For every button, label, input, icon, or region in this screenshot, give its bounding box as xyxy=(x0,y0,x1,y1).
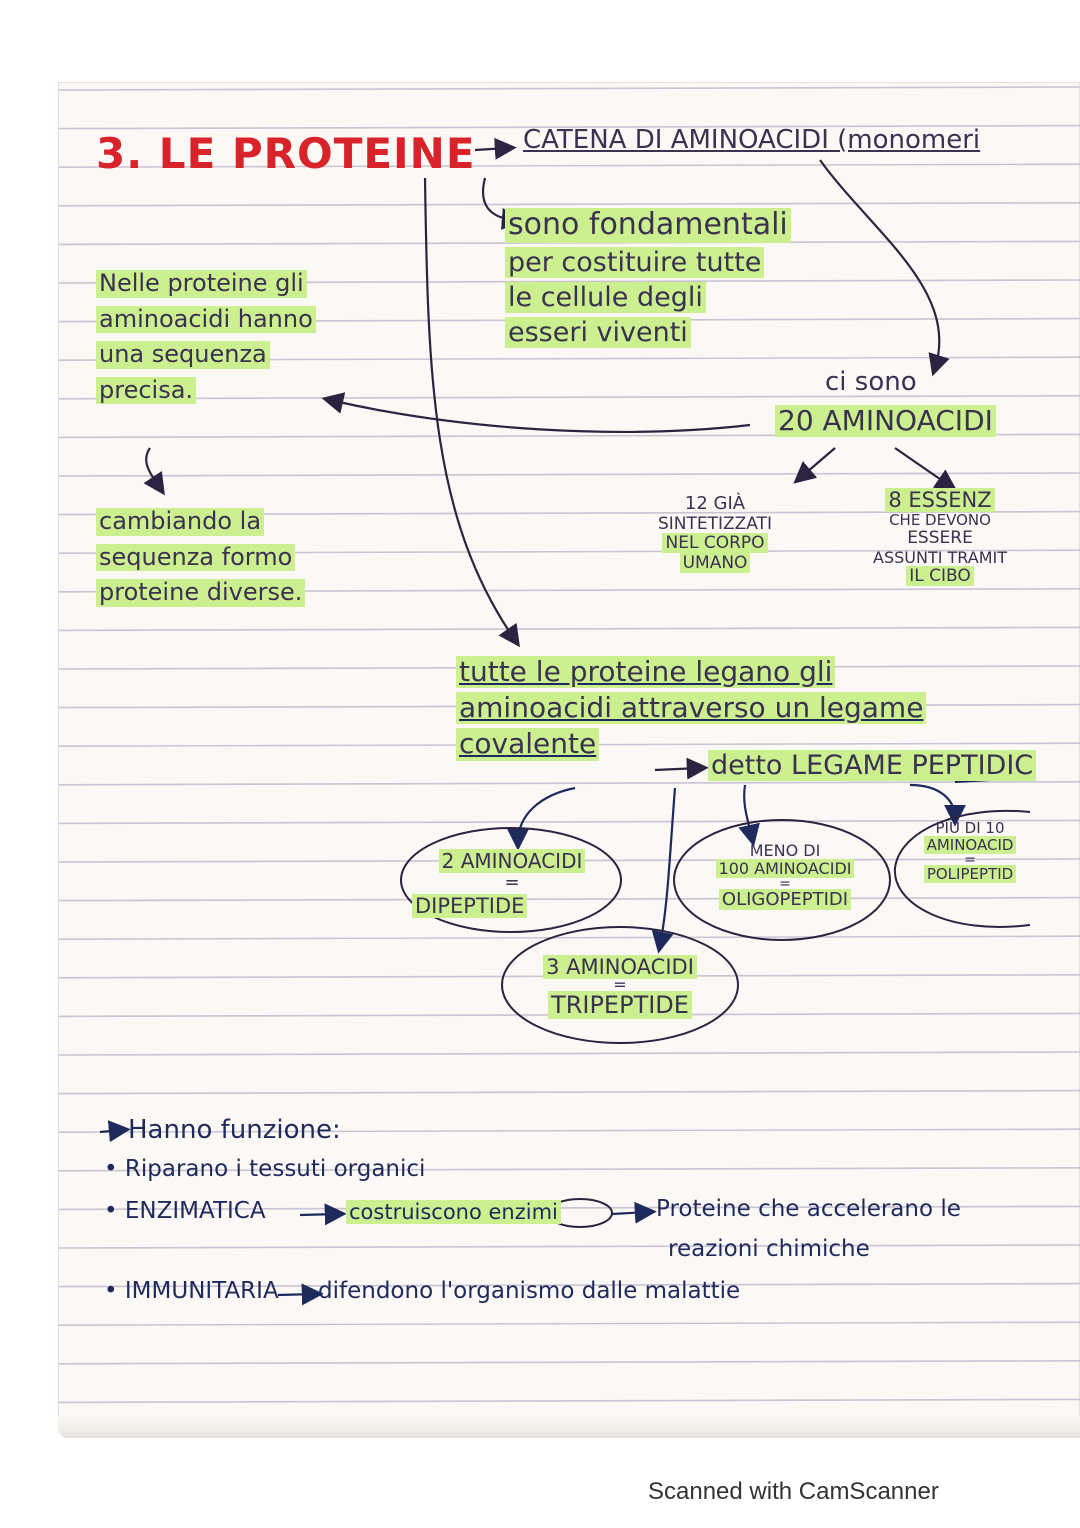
ruled-line xyxy=(58,1398,1080,1404)
group-top2: 100 AMINOACIDI xyxy=(685,859,885,879)
ruled-line xyxy=(58,1128,1080,1133)
essential-line: IL CIBO xyxy=(850,566,1030,587)
ruled-line xyxy=(58,86,1080,91)
page-title: 3. LE PROTEINE xyxy=(96,129,476,178)
group-bottom: DIPEPTIDE xyxy=(412,893,612,918)
group-eq: = xyxy=(779,875,791,892)
group-dipeptide: 2 AMINOACIDI = DIPEPTIDE xyxy=(412,849,612,918)
ruled-line xyxy=(58,1167,1080,1172)
ruled-line xyxy=(58,780,1080,786)
purpose-line: per costituire tutte xyxy=(505,246,765,278)
group-bottom: OLIGOPEPTIDI xyxy=(685,888,885,911)
group-eq: = xyxy=(613,975,627,995)
essential-line: ESSERE xyxy=(907,528,973,549)
group-polypeptide: PIÙ DI 10 AMINOACID = POLIPEPTID xyxy=(905,820,1035,883)
group-top: MENO DI xyxy=(749,841,821,860)
ruled-line xyxy=(58,1089,1080,1095)
function-item: • Riparano i tessuti organici xyxy=(104,1156,426,1182)
function-item: • ENZIMATICA xyxy=(104,1198,266,1224)
group-top: 3 AMINOACIDI xyxy=(520,955,720,979)
group-oligopeptide: MENO DI 100 AMINOACIDI = OLIGOPEPTIDI xyxy=(685,841,885,911)
ruled-line xyxy=(58,394,1080,400)
ruled-line xyxy=(58,1360,1080,1365)
sequence-line: una sequenza xyxy=(96,341,270,369)
essential-line: ASSUNTI TRAMIT xyxy=(873,547,1007,567)
function-detail: Proteine che accelerano le xyxy=(656,1196,961,1222)
ruled-line xyxy=(58,472,1080,477)
ruled-line xyxy=(58,935,1080,941)
ruled-line xyxy=(58,1282,1080,1288)
group-top2: AMINOACID xyxy=(905,836,1035,855)
purpose-line: le cellule degli xyxy=(505,281,706,313)
group-eq: = xyxy=(964,851,976,868)
scanner-watermark: Scanned with CamScanner xyxy=(648,1478,939,1505)
sequence-line: Nelle proteine gli xyxy=(96,269,307,298)
function-detail: reazioni chimiche xyxy=(668,1236,870,1262)
sequence-line: precisa. xyxy=(96,376,197,405)
purpose-line: esseri viventi xyxy=(505,316,691,348)
group-eq: = xyxy=(504,872,520,893)
function-item: • IMMUNITARIA xyxy=(104,1278,279,1304)
synthesized-line: NEL CORPO xyxy=(620,533,810,554)
essential-line: 8 ESSENZ xyxy=(850,488,1030,512)
bond-line: tutte le proteine legano gli xyxy=(456,655,836,689)
bond-line: aminoacidi attraverso un legame xyxy=(456,691,927,725)
function-detail: difendono l'organismo dalle malattie xyxy=(318,1278,741,1304)
bullet: • xyxy=(104,1198,125,1224)
ruled-line xyxy=(58,626,1080,632)
purpose-line: sono fondamentali xyxy=(505,207,791,243)
group-bottom: TRIPEPTIDE xyxy=(520,990,720,1020)
group-tripeptide: 3 AMINOACIDI = TRIPEPTIDE xyxy=(520,955,720,1020)
functions-title: Hanno funzione: xyxy=(128,1115,341,1145)
changing-note: cambiando la sequenza formo proteine div… xyxy=(96,507,306,607)
group-top: 2 AMINOACIDI xyxy=(412,849,612,873)
purpose-note: sono fondamentali per costituire tutte l… xyxy=(505,207,791,348)
synthesized-note: 12 GIÀ SINTETIZZATI NEL CORPO UMANO xyxy=(620,493,810,574)
definition-text: CATENA DI AMINOACIDI (monomeri xyxy=(523,125,981,155)
bullet: • xyxy=(104,1278,125,1304)
ruled-line xyxy=(58,1244,1080,1249)
changing-line: cambiando la xyxy=(96,507,265,536)
sequence-note: Nelle proteine gli aminoacidi hanno una … xyxy=(96,269,316,405)
ruled-line xyxy=(58,124,1080,130)
group-bottom: POLIPEPTID xyxy=(905,864,1035,883)
bond-note: tutte le proteine legano gli aminoacidi … xyxy=(456,655,927,761)
synthesized-line: UMANO xyxy=(620,552,810,574)
synthesized-line: 12 GIÀ xyxy=(684,493,746,514)
ruled-line xyxy=(58,1321,1080,1326)
group-top: PIÙ DI 10 xyxy=(935,820,1005,837)
sequence-line: aminoacidi hanno xyxy=(96,305,316,334)
essential-line: CHE DEVONO xyxy=(889,511,991,530)
function-detail: costruiscono enzimi xyxy=(346,1200,561,1225)
bond-name: detto LEGAME PEPTIDIC xyxy=(708,750,1037,782)
changing-line: sequenza formo xyxy=(96,543,296,572)
synthesized-line: SINTETIZZATI xyxy=(657,513,773,534)
changing-line: proteine diverse. xyxy=(96,579,306,607)
count-intro: ci sono xyxy=(825,367,917,397)
count-label: 20 AMINOACIDI xyxy=(775,404,996,438)
bond-line: covalente xyxy=(456,728,600,761)
ruled-line xyxy=(58,202,1080,207)
ruled-line xyxy=(58,1051,1080,1056)
bullet: • xyxy=(104,1156,125,1182)
essential-note: 8 ESSENZ CHE DEVONO ESSERE ASSUNTI TRAMI… xyxy=(850,488,1030,587)
